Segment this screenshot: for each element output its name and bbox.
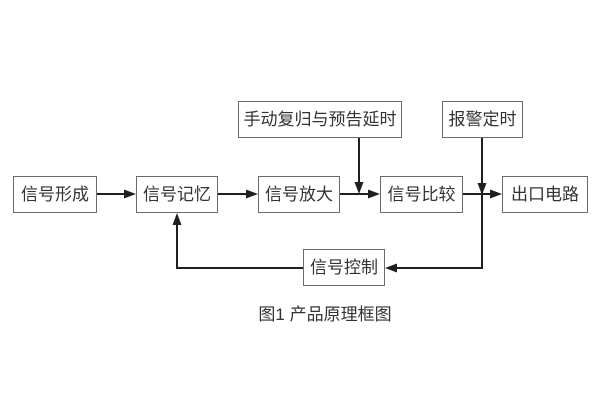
- box-output-circuit: 出口电路: [502, 176, 588, 213]
- box-signal-memory-label: 信号记忆: [143, 185, 211, 204]
- box-signal-formation: 信号形成: [13, 176, 97, 213]
- box-signal-amplification: 信号放大: [258, 176, 340, 213]
- arrow-alarm-timing-to-control: [385, 138, 487, 273]
- arrow-control-to-memory: [172, 213, 303, 269]
- box-signal-memory: 信号记忆: [136, 176, 218, 213]
- box-manual-reset-delay-label: 手动复归与预告延时: [243, 110, 397, 129]
- box-manual-reset-delay: 手动复归与预告延时: [238, 101, 402, 138]
- box-signal-control-label: 信号控制: [310, 258, 378, 277]
- box-signal-comparison-label: 信号比较: [387, 185, 456, 204]
- box-signal-formation-label: 信号形成: [21, 185, 89, 204]
- box-alarm-timing-label: 报警定时: [448, 110, 517, 129]
- box-alarm-timing: 报警定时: [442, 101, 523, 138]
- arrow-memory-to-amplification: [218, 189, 258, 199]
- box-signal-control: 信号控制: [303, 249, 385, 286]
- figure-caption: 图1 产品原理框图: [258, 305, 392, 324]
- arrow-amplification-to-comparison: [340, 189, 380, 199]
- box-output-circuit-label: 出口电路: [511, 185, 579, 204]
- arrow-comparison-to-output: [463, 189, 502, 199]
- arrow-formation-to-memory: [97, 189, 136, 199]
- arrow-manual-reset-down: [354, 138, 364, 194]
- box-signal-amplification-label: 信号放大: [265, 185, 333, 204]
- box-signal-comparison: 信号比较: [380, 176, 463, 213]
